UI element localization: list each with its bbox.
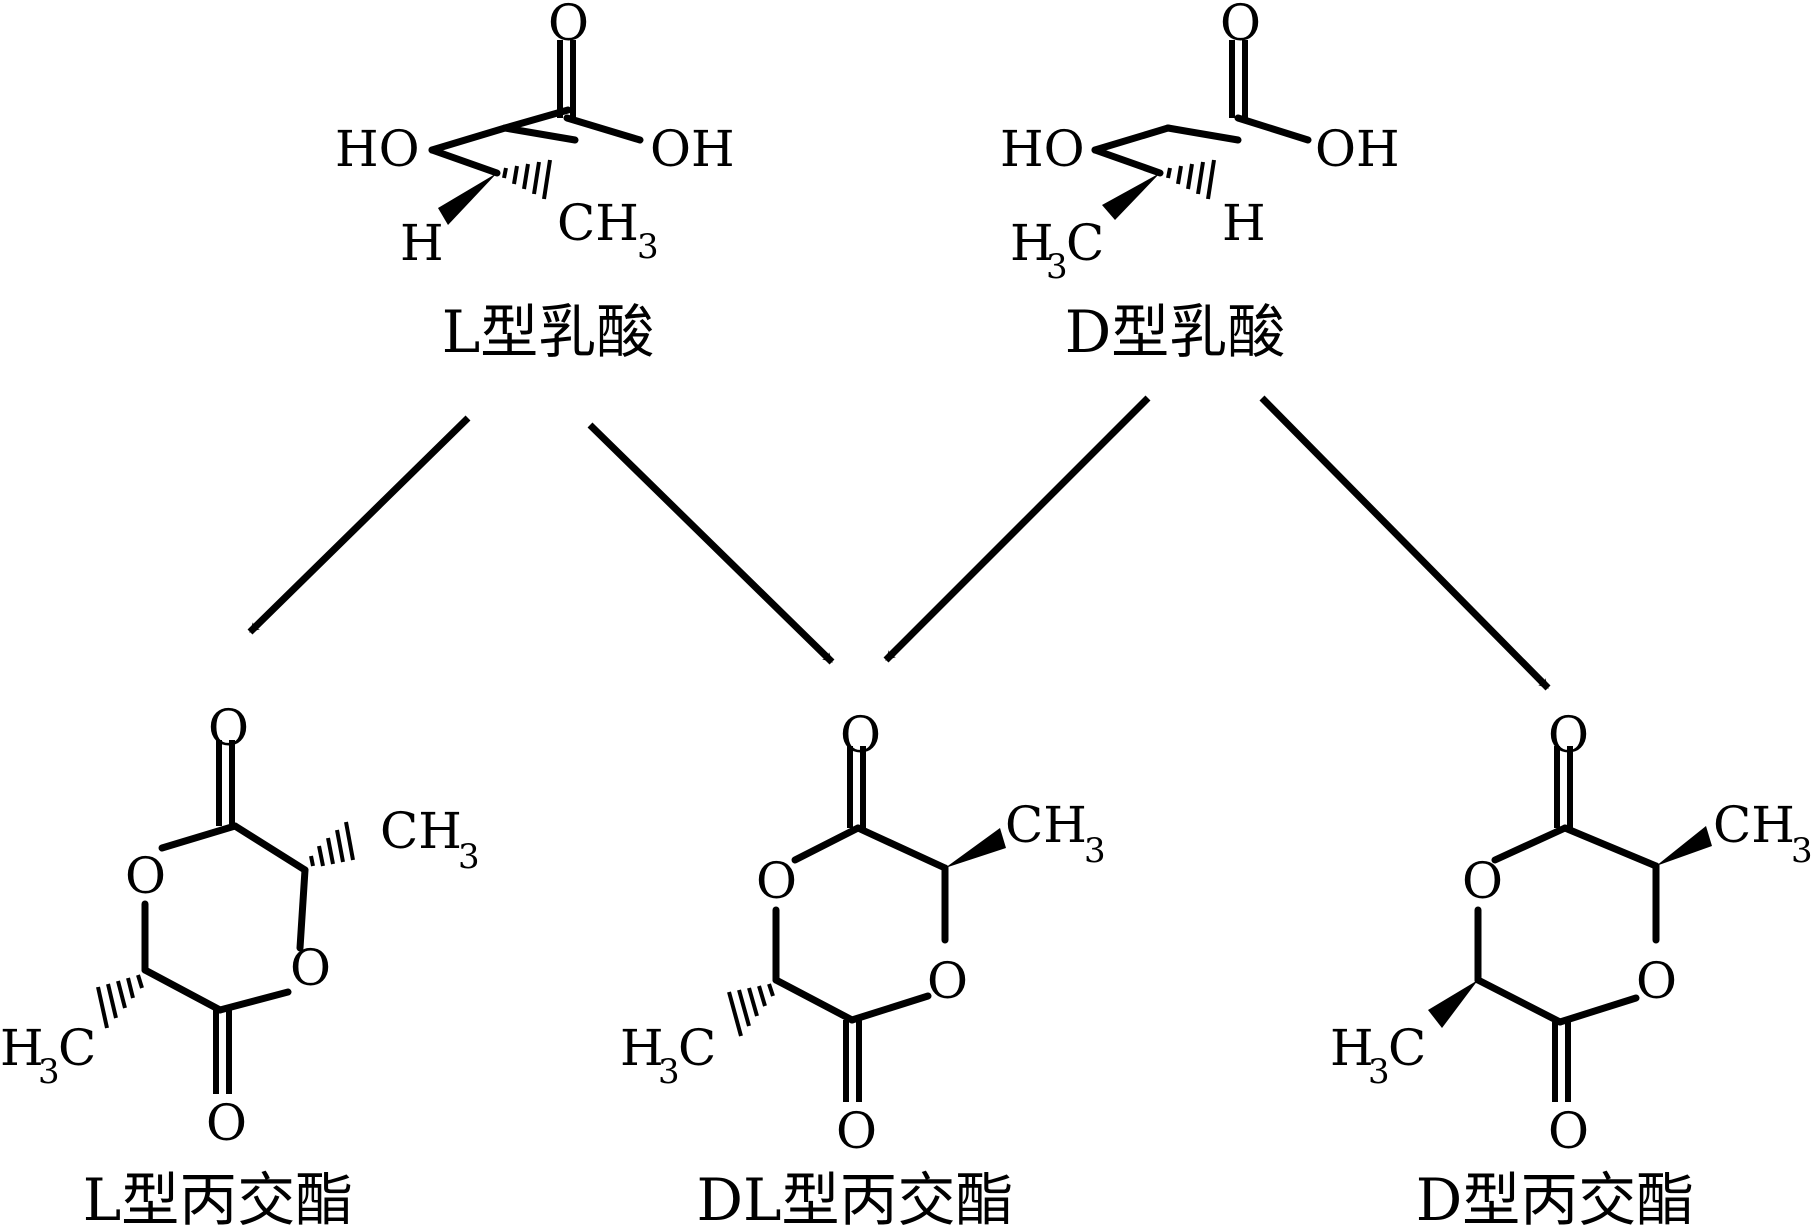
reactant-label-l-lactic-acid: L型乳酸 [442, 298, 655, 366]
d-lactic-acid-hash-bond [1166, 159, 1216, 200]
dl-lactide-wedge-bond [945, 828, 1006, 868]
product-label-dl-lactide: DL型丙交酯 [696, 1166, 1013, 1229]
atom-h-methyl: H [620, 1019, 664, 1077]
atom-ch: CH [557, 194, 639, 252]
d-lactide-structure: O O O O CH 3 H 3 C D型丙交酯 [1330, 706, 1813, 1229]
l-lactide-hash-bond-top [309, 821, 355, 867]
atom-ch: CH [1005, 796, 1087, 854]
atom-h-methyl: H [0, 1019, 44, 1077]
atom-subscript-3: 3 [637, 227, 659, 267]
atom-h: H [400, 214, 444, 272]
reaction-arrows [247, 395, 1551, 691]
atom-c: C [1388, 1019, 1426, 1077]
atom-subscript-3: 3 [1368, 1052, 1390, 1092]
atom-o: O [548, 0, 589, 52]
atom-o: O [927, 952, 968, 1010]
atom-subscript-3: 3 [458, 837, 480, 877]
atom-o: O [208, 699, 249, 757]
atom-c: C [58, 1019, 96, 1077]
atom-o: O [1548, 1102, 1589, 1160]
atom-o: O [125, 847, 166, 905]
dl-lactide-hash-bond [727, 983, 775, 1037]
arrow-d-acid-to-dl-lactide [883, 395, 1151, 663]
atom-o: O [1636, 952, 1677, 1010]
atom-h: H [1222, 194, 1266, 252]
product-label-d-lactide: D型丙交酯 [1416, 1166, 1695, 1229]
atom-o: O [206, 1094, 247, 1152]
atom-ch: CH [380, 802, 462, 860]
atom-subscript-3: 3 [1084, 831, 1106, 871]
atom-o: O [1220, 0, 1261, 52]
d-lactic-acid-structure: O HO OH H 3 C H D型乳酸 [1000, 0, 1400, 366]
dl-lactide-structure: O O O O CH 3 H 3 C DL型丙交酯 [620, 706, 1106, 1229]
arrow-d-acid-to-d-lactide [1259, 395, 1551, 691]
atom-o: O [836, 1102, 877, 1160]
atom-subscript-3: 3 [1791, 831, 1813, 871]
atom-o: O [1548, 706, 1589, 764]
atom-h-methyl: H [1330, 1019, 1374, 1077]
product-label-l-lactide: L型丙交酯 [83, 1166, 354, 1229]
atom-ho: HO [335, 120, 420, 178]
l-lactic-acid-structure: O HO OH H CH 3 L型乳酸 [335, 0, 735, 366]
arrow-l-acid-to-l-lactide [247, 415, 471, 635]
atom-ch: CH [1713, 796, 1795, 854]
d-lactide-wedge-bond-top [1656, 826, 1712, 866]
atom-oh: OH [650, 120, 735, 178]
l-lactic-acid-hash-bond [502, 159, 552, 200]
l-lactide-structure: O O O O CH 3 H 3 C L型丙交酯 [0, 699, 480, 1229]
d-lactide-wedge-bond-bottom [1428, 980, 1478, 1028]
l-lactide-hash-bond-bottom [96, 974, 144, 1029]
atom-h-methyl: H [1010, 214, 1054, 272]
arrow-l-acid-to-dl-lactide [587, 422, 835, 665]
atom-oh: OH [1315, 120, 1400, 178]
atom-subscript-3: 3 [658, 1052, 680, 1092]
atom-o: O [290, 939, 331, 997]
reactant-label-d-lactic-acid: D型乳酸 [1065, 298, 1286, 366]
atom-o: O [756, 852, 797, 910]
atom-o: O [1462, 852, 1503, 910]
atom-c: C [1066, 214, 1104, 272]
atom-o: O [840, 706, 881, 764]
atom-subscript-3: 3 [38, 1052, 60, 1092]
atom-ho: HO [1000, 120, 1085, 178]
atom-c: C [678, 1019, 716, 1077]
atom-subscript-3: 3 [1046, 247, 1068, 287]
